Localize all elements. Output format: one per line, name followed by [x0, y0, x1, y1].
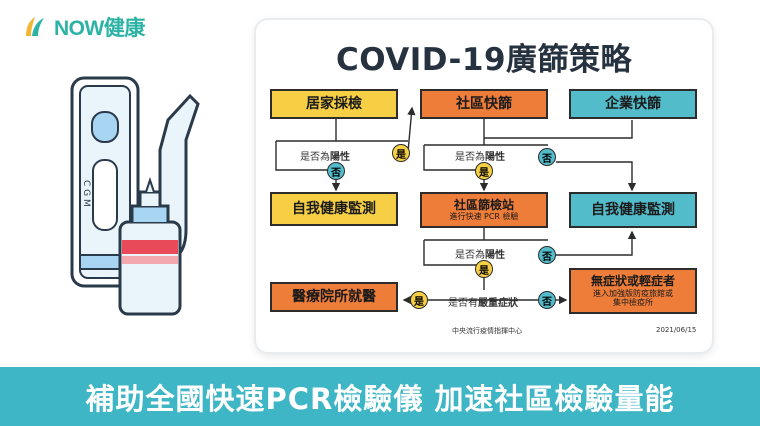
no-marker-3: 否 — [538, 246, 556, 264]
reagent-bottle — [118, 220, 182, 316]
yes-marker-4: 是 — [410, 291, 428, 309]
question-positive-1: 是否為陽性 — [300, 152, 350, 163]
svg-text:C G M: C G M — [81, 180, 91, 207]
brand-logo[interactable]: NOW健康 — [22, 14, 145, 40]
community-rapid-box: 社區快篩 — [420, 89, 548, 119]
question-positive-2: 是否為陽性 — [455, 152, 505, 163]
self-monitor-left-box: 自我健康監測 — [270, 192, 398, 226]
quarantine-box: 無症狀或輕症者 進入加強版防疫旅館或 集中檢疫所 — [569, 268, 697, 314]
yes-marker-3: 是 — [475, 260, 493, 278]
headline-banner: 補助全國快速PCR檢驗儀 加速社區檢驗量能 — [0, 367, 760, 426]
brand-name: NOW健康 — [54, 17, 145, 40]
no-marker-4: 否 — [538, 291, 556, 309]
question-severe-symptoms: 是否有嚴重症狀 — [448, 298, 518, 309]
rapid-test-kit-illustration: C G M — [70, 76, 200, 316]
source-credit: 中央流行疫情指揮中心 — [452, 327, 522, 335]
home-test-box: 居家採檢 — [270, 89, 398, 119]
leaf-logo-icon — [26, 17, 44, 36]
no-marker-1: 否 — [327, 162, 345, 180]
hospital-box: 醫療院所就醫 — [270, 282, 398, 312]
infographic-title: COVID-19廣篩策略 — [335, 42, 633, 78]
no-marker-2: 否 — [538, 148, 556, 166]
screening-station-box: 社區篩檢站 進行快速 PCR 檢驗 — [420, 192, 548, 228]
enterprise-rapid-box: 企業快篩 — [569, 89, 697, 119]
self-monitor-right-box: 自我健康監測 — [569, 192, 697, 228]
publish-date: 2021/06/15 — [656, 326, 697, 334]
headline-text: 補助全國快速PCR檢驗儀 加速社區檢驗量能 — [85, 381, 675, 416]
yes-marker-1: 是 — [392, 144, 410, 162]
question-positive-3: 是否為陽性 — [455, 250, 505, 261]
yes-marker-2: 是 — [475, 162, 493, 180]
